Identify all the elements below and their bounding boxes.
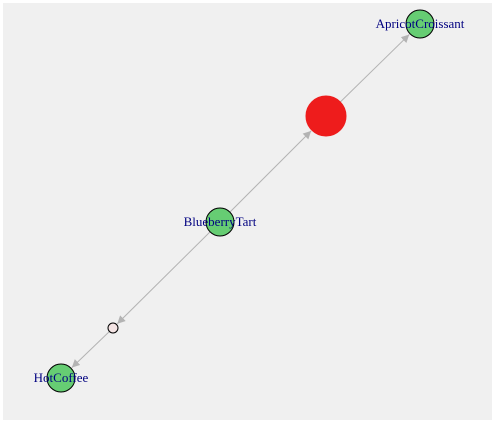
node-coffee[interactable]	[46, 363, 76, 393]
graph-background	[3, 3, 492, 420]
edge-blueberry-to-rule_big	[229, 130, 312, 213]
nodes-layer	[46, 9, 435, 393]
node-label-coffee: HotCoffee	[34, 370, 89, 385]
node-apricot[interactable]	[405, 9, 435, 39]
node-rule-big[interactable]	[305, 95, 347, 137]
edge-blueberry-to-rule_small	[116, 231, 211, 325]
node-label-blueberry: BlueberryTart	[184, 214, 257, 229]
node-label-apricot: ApricotCroissant	[376, 16, 465, 31]
node-rule-small[interactable]	[107, 322, 119, 334]
edges-layer	[71, 34, 410, 368]
edge-rule_big-to-apricot	[339, 34, 410, 103]
edge-rule_small-to-coffee	[71, 331, 110, 368]
node-blueberry[interactable]	[205, 207, 235, 237]
